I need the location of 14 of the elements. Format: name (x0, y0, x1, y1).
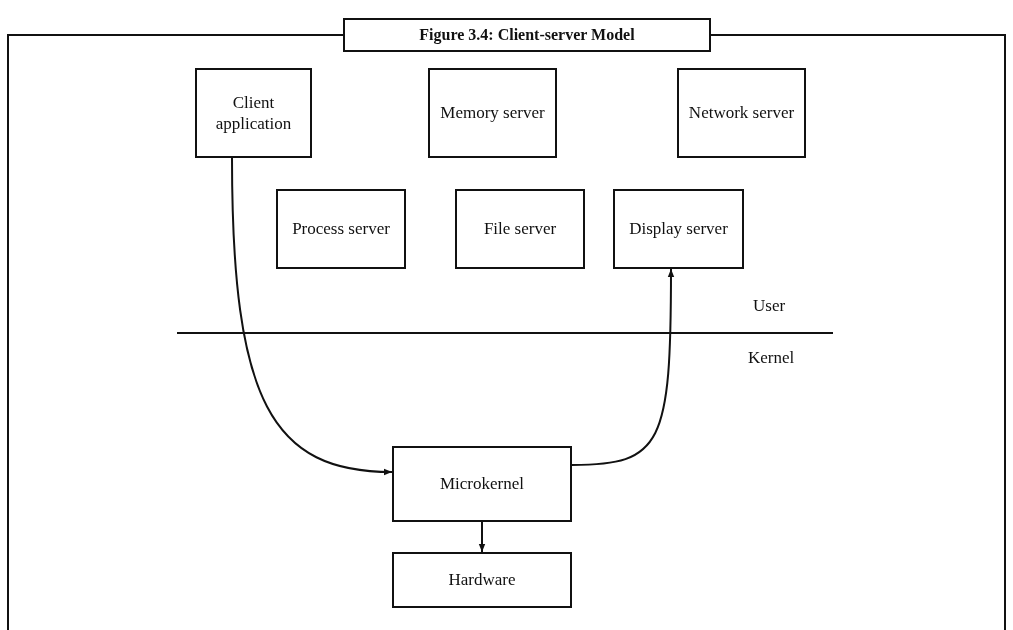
process-box: Microkernel (392, 446, 572, 522)
arrow (571, 268, 675, 466)
layer-label: User (753, 296, 786, 316)
process-box: Memory server (428, 68, 557, 158)
arrow (231, 157, 393, 475)
process-box: File server (455, 189, 585, 269)
arrow (478, 521, 486, 553)
process-box: Process server (276, 189, 406, 269)
process-box: Hardware (392, 552, 572, 608)
process-box: Network server (677, 68, 806, 158)
figure-title: Figure 3.4: Client-server Model (343, 18, 711, 52)
layer-label: Kernel (748, 348, 795, 368)
process-box: Display server (613, 189, 744, 269)
process-box: Client application (195, 68, 312, 158)
